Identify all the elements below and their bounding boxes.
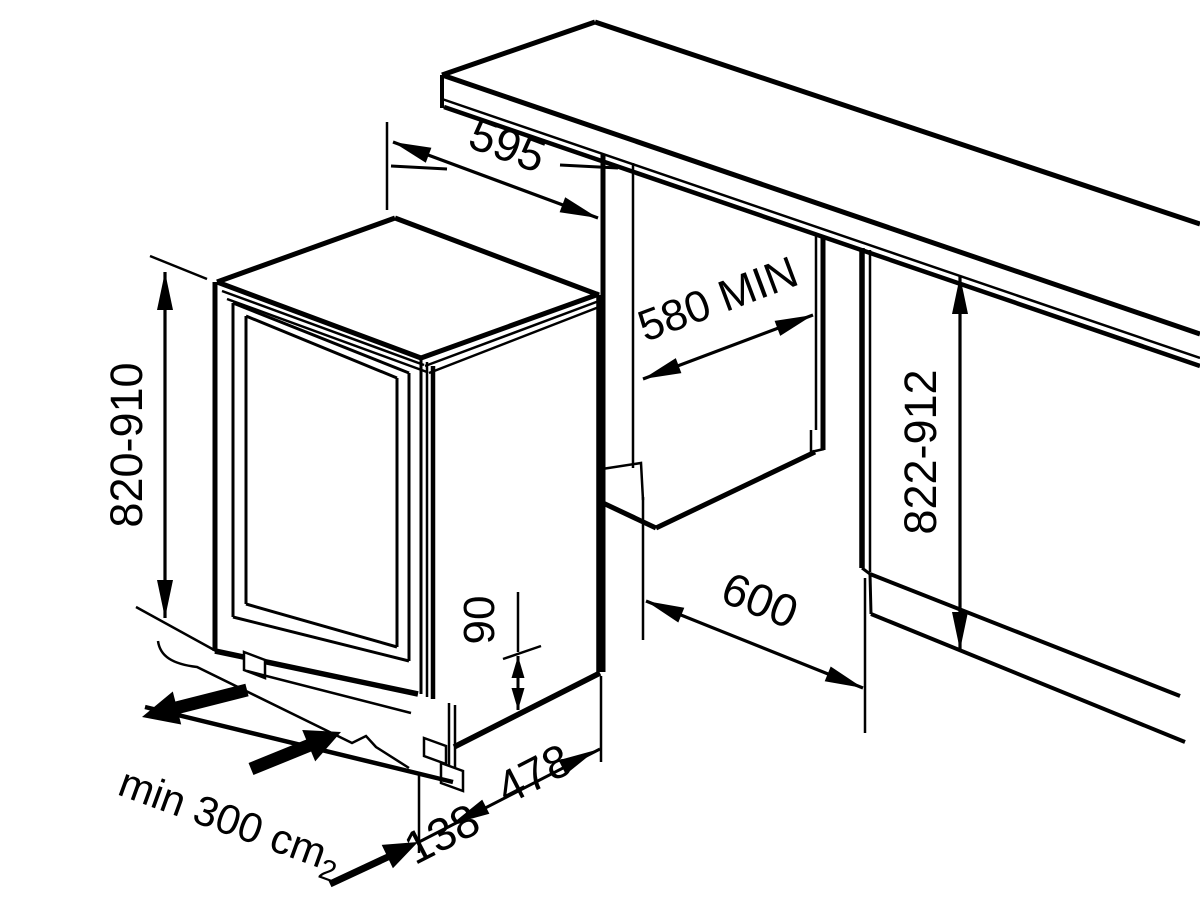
door-top-edge-2	[221, 289, 425, 367]
dim-appliance-height: 820-910	[101, 272, 173, 618]
dim-base-depths: 138 478	[328, 676, 603, 888]
side-bottom-edge	[452, 670, 602, 750]
dim-label-820-910: 820-910	[101, 362, 152, 527]
window-inner-top	[245, 314, 398, 380]
dim-820910-arrow-top	[157, 272, 173, 310]
dim-580-arrow-right	[774, 315, 813, 336]
panel-plinth-bottom	[870, 612, 1186, 744]
niche-floor-left	[601, 500, 658, 531]
dim-595-arrow-right	[559, 197, 598, 218]
worktop-band-line-2	[443, 104, 1200, 369]
door-top-edge-3	[226, 297, 428, 374]
dim-822912-arrow-bottom	[952, 612, 968, 650]
top-back-right-edge	[394, 215, 600, 298]
window-inner-bottom	[245, 602, 398, 649]
airflow-arrow-in-head	[302, 730, 341, 762]
dim-90-arrow-bottom	[511, 688, 525, 710]
niche-right-wall-foot	[809, 430, 825, 454]
niche-floor-front	[654, 449, 817, 531]
top-front-right-edge	[420, 291, 600, 361]
airflow-arrow-out-shaft	[174, 683, 249, 715]
height-ref-slash-top	[149, 254, 208, 281]
airflow-arrow-in-shaft	[248, 738, 313, 776]
dim-478-arrow-left	[452, 799, 490, 824]
worktop-underside-left	[390, 164, 448, 171]
window-outer-top	[232, 301, 410, 375]
niche	[600, 154, 826, 672]
dim-recess-width: 595	[385, 107, 599, 220]
dim-label-600: 600	[715, 562, 806, 639]
height-ref-slash-bottom	[135, 605, 217, 653]
dim-label-822-912: 822-912	[895, 369, 946, 534]
dim-label-478: 478	[488, 733, 580, 814]
airflow-arrows	[142, 683, 341, 776]
dim-worktop-depth: 600	[641, 497, 867, 733]
dim-90-tick	[502, 644, 542, 661]
top-front-right-edge-3	[428, 305, 600, 375]
worktop-underside-right	[559, 163, 619, 170]
door-top-edge	[216, 279, 422, 361]
dim-822912-arrow-top	[952, 276, 968, 314]
dim-600-arrow-left	[646, 601, 685, 623]
dim-478-arrow-right	[558, 750, 596, 775]
side-panel	[859, 248, 1186, 744]
dim-580-arrow-left	[643, 358, 682, 379]
corner-foot	[439, 761, 465, 793]
niche-notch	[601, 461, 645, 501]
worktop-left-edge	[441, 19, 596, 78]
dim-label-138: 138	[396, 793, 488, 874]
worktop-band-line-1	[441, 97, 1200, 360]
vent-area-label: min 300 cm2	[111, 758, 349, 889]
worktop-back-edge	[594, 19, 1200, 227]
dim-138-bold-shaft	[328, 852, 392, 888]
plinth-bottom-line	[246, 669, 412, 715]
appliance	[212, 215, 602, 793]
window-outer-bottom	[232, 615, 410, 663]
worktop-front-top-edge	[441, 72, 1200, 337]
vent-area-label-group: min 300 cm2	[111, 758, 349, 889]
dim-recess-height: 822-912	[895, 276, 968, 650]
vent-area-label-main: min 300 cm	[113, 758, 333, 876]
dim-600-line	[645, 599, 864, 690]
plinth-vent-profile	[156, 640, 410, 770]
dim-label-580min: 580 MIN	[631, 247, 804, 351]
panel-plinth-top	[869, 572, 1181, 698]
dim-820910-arrow-bottom	[157, 580, 173, 618]
top-back-left-edge	[216, 215, 396, 285]
dim-595-arrow-left	[393, 142, 432, 163]
top-front-right-edge-2	[424, 299, 600, 368]
rear-foot	[422, 736, 448, 766]
dim-plinth-height: 90	[455, 592, 542, 710]
dim-600-arrow-right	[824, 666, 863, 688]
dim-138-bold-head	[381, 842, 418, 869]
airflow-arrow-out-head	[142, 691, 182, 725]
dim-recess-depth: 580 MIN	[631, 247, 814, 381]
dim-90-arrow-top	[511, 656, 525, 678]
dim-label-90: 90	[455, 596, 504, 645]
worktop	[390, 19, 1200, 369]
